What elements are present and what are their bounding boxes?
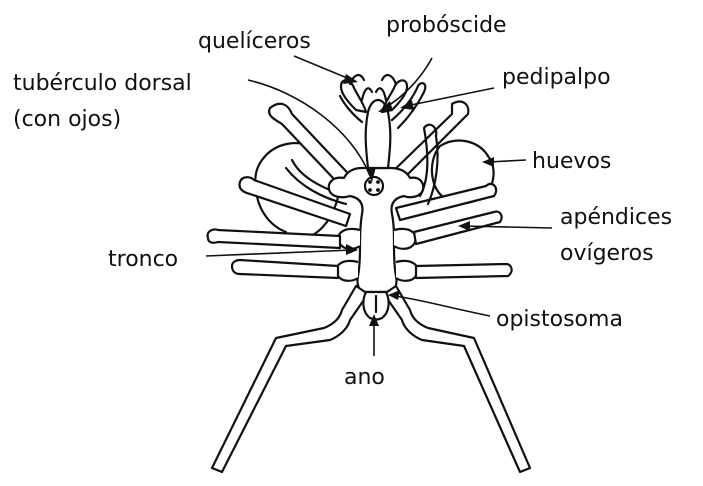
lateral-process-left-3	[336, 261, 358, 281]
arrowhead-pedipalpo	[400, 100, 414, 110]
label-huevos: huevos	[532, 149, 611, 174]
label-proboscide: probóscide	[386, 13, 507, 38]
leader-queliceros	[294, 56, 352, 80]
label-pedipalpo: pedipalpo	[502, 65, 611, 90]
leader-pedipalpo	[406, 88, 494, 106]
leg-right-3	[414, 212, 502, 244]
label-apendices-line1: apéndices	[560, 205, 672, 230]
lateral-process-right-3	[396, 261, 418, 281]
label-opistosoma: opistosoma	[496, 307, 623, 332]
leg-left-3	[208, 229, 340, 248]
label-queliceros: quelíceros	[198, 29, 311, 54]
leg-left-4	[232, 260, 338, 278]
leader-tronco	[206, 250, 352, 256]
label-tuberculo-line1: tubérculo dorsal	[13, 71, 192, 96]
leg-right-4	[416, 264, 512, 278]
lateral-process-right-2	[394, 229, 416, 249]
ocular-tubercle	[365, 177, 383, 195]
label-apendices-line2: ovígeros	[560, 241, 654, 266]
label-ano: ano	[344, 365, 385, 390]
label-tronco: tronco	[108, 247, 178, 272]
label-tuberculo-line2: (con ojos)	[13, 107, 121, 132]
